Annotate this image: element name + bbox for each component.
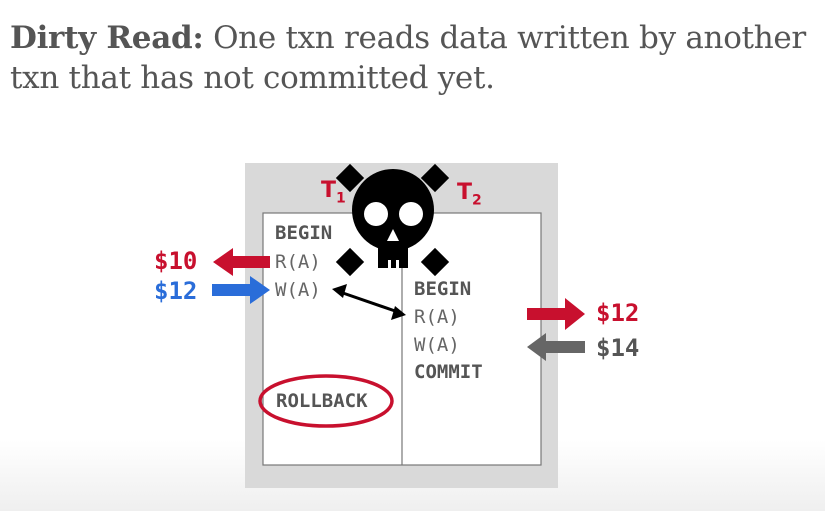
t2-op-begin: BEGIN [414, 278, 472, 300]
t2-write-value: $14 [596, 334, 640, 362]
t2-op-write: W(A) [414, 334, 460, 356]
arrow-t2-read [527, 298, 585, 330]
title-definition: One txn reads data written by another tx… [10, 20, 806, 96]
arrow-t1-write [212, 276, 270, 304]
t1-op-begin: BEGIN [275, 222, 333, 244]
t2-read-value: $12 [596, 299, 640, 327]
t2-label: T2 [457, 180, 482, 208]
t1-op-rollback: ROLLBACK [276, 390, 368, 412]
rollback-highlight [258, 374, 394, 428]
t2-subscript: 2 [472, 192, 482, 209]
t1-label: T1 [321, 178, 346, 206]
arrow-t2-write [527, 333, 585, 361]
t2-op-read: R(A) [414, 306, 460, 328]
t2-letter: T [457, 180, 473, 205]
conflict-double-arrow [332, 284, 406, 320]
t1-write-value: $12 [154, 277, 198, 305]
skull-icon [335, 163, 450, 277]
t1-op-write: W(A) [275, 279, 321, 301]
t1-op-read: R(A) [275, 251, 321, 273]
arrow-t1-read [213, 248, 270, 276]
slide-title: Dirty Read: One txn reads data written b… [10, 18, 810, 98]
t1-letter: T [321, 178, 337, 203]
t2-op-commit: COMMIT [414, 361, 483, 383]
t1-read-value: $10 [154, 247, 198, 275]
title-term: Dirty Read: [10, 20, 204, 56]
t1-subscript: 1 [336, 190, 346, 207]
